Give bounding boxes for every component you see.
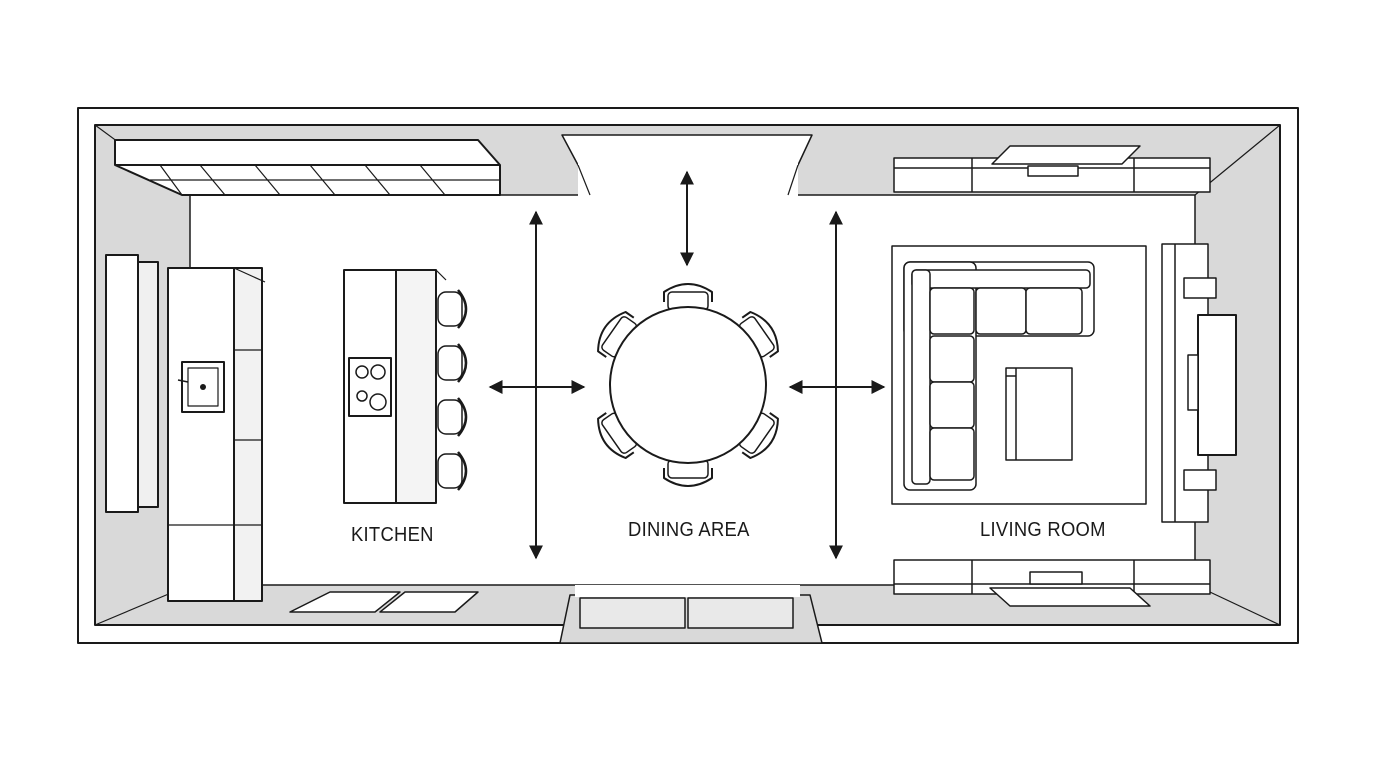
bottom-shelving bbox=[893, 559, 1211, 607]
bar-stool bbox=[437, 451, 468, 491]
bar-stool bbox=[437, 289, 468, 329]
dining-table bbox=[609, 306, 767, 464]
bar-stools bbox=[437, 289, 468, 491]
coffee-table bbox=[1005, 367, 1073, 461]
dining-chairs bbox=[597, 283, 779, 487]
media-console bbox=[1161, 243, 1237, 523]
kitchen-island bbox=[343, 269, 447, 504]
top-opening bbox=[561, 134, 813, 200]
sink-icon bbox=[177, 361, 225, 413]
kitchen-counter-run bbox=[105, 254, 266, 602]
cooktop-icon bbox=[348, 357, 392, 417]
flow-arrows bbox=[488, 170, 886, 560]
dining-set bbox=[597, 283, 779, 487]
room-label-kitchen: KITCHEN bbox=[351, 524, 434, 546]
kitchen-floor-mats bbox=[289, 591, 479, 613]
room-label-living: LIVING ROOM bbox=[980, 519, 1106, 541]
entrance-door bbox=[559, 585, 823, 644]
bar-stool bbox=[437, 343, 468, 383]
room-label-dining: DINING AREA bbox=[628, 519, 750, 541]
kitchen-upper-cabinets bbox=[114, 139, 501, 196]
sectional-sofa bbox=[903, 261, 1095, 491]
tv-icon bbox=[1187, 314, 1237, 456]
top-shelving bbox=[893, 145, 1211, 193]
bar-stool bbox=[437, 397, 468, 437]
